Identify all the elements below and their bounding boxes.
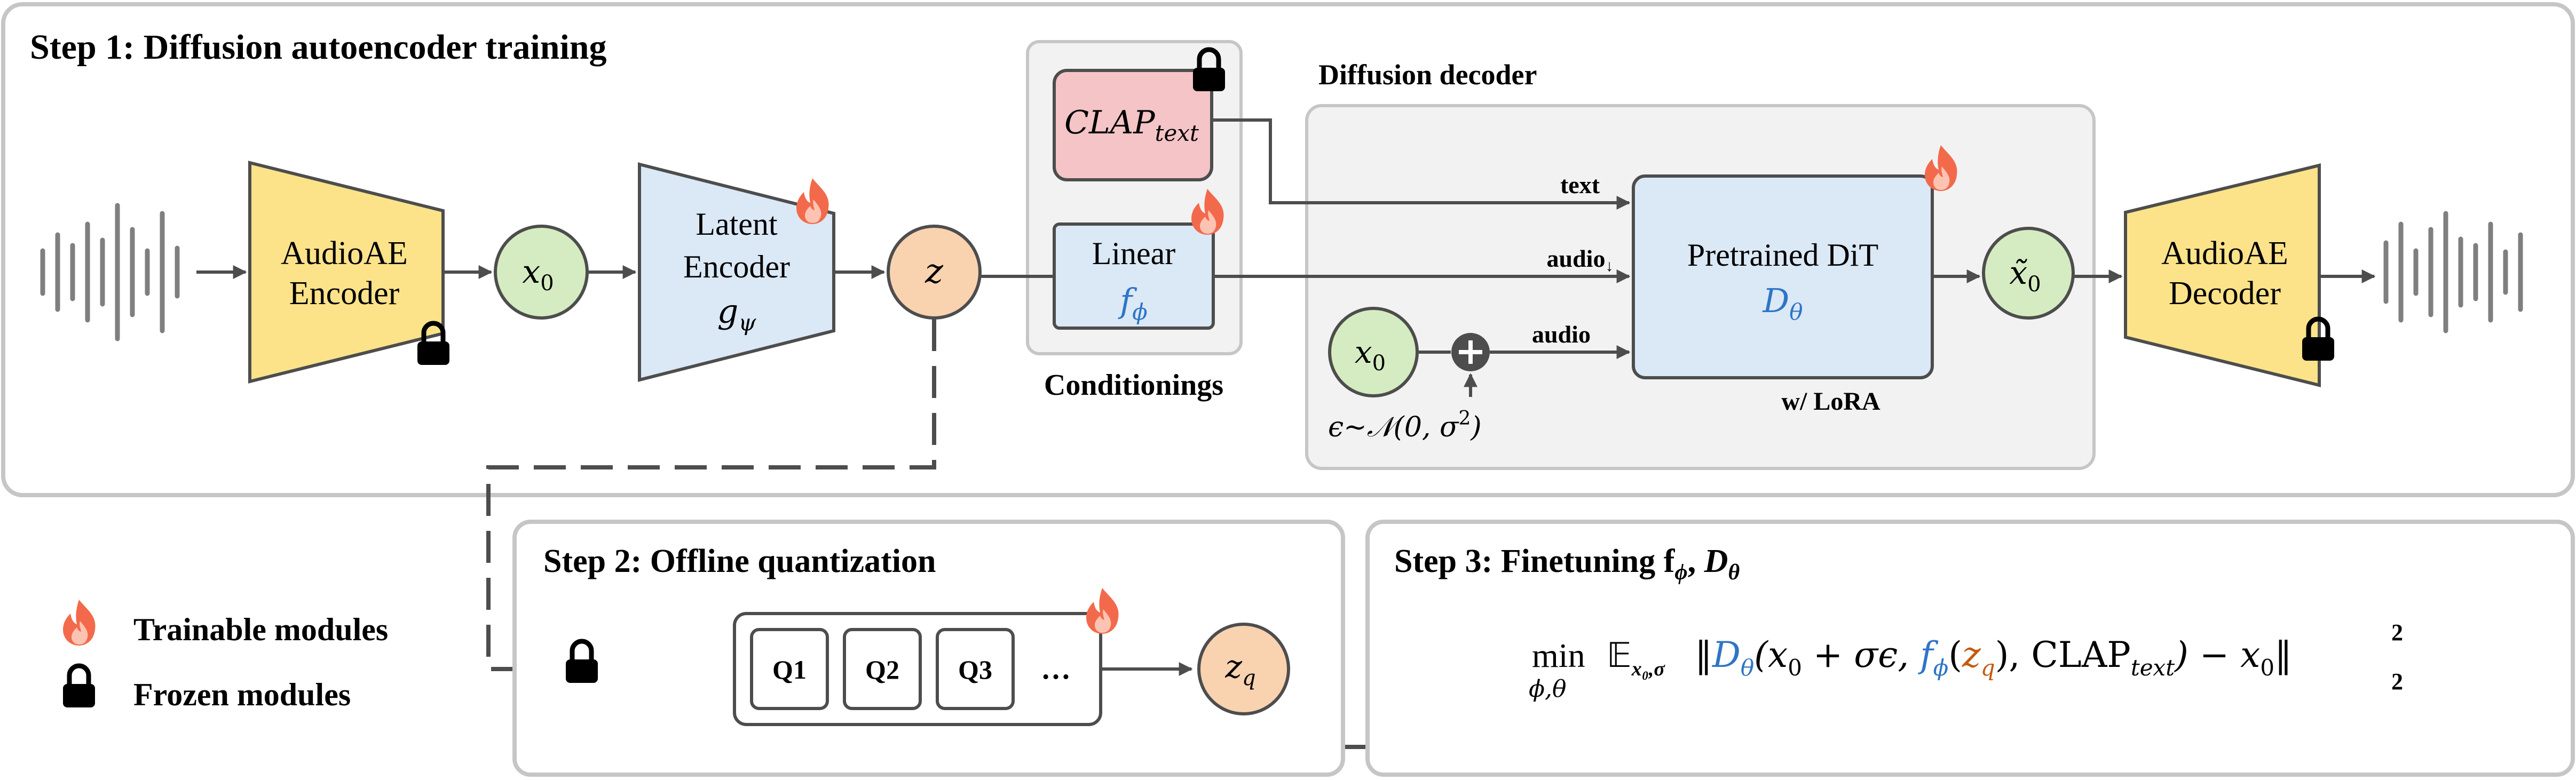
q2-label: Q2: [865, 655, 899, 685]
legend-flame-icon: [63, 600, 96, 646]
objective-norm-sub: 2: [2391, 668, 2403, 695]
objective-min-sub: ϕ,θ: [1529, 675, 1566, 703]
z-node-label: z: [924, 252, 944, 291]
d-theta-label: Dθ: [1762, 281, 1803, 325]
latent-encoder-label-2: Encoder: [683, 249, 790, 284]
x0-node-label: x0: [522, 253, 554, 296]
output-waveform-icon: [2383, 211, 2523, 333]
latent-encoder-label-1: Latent: [696, 206, 778, 242]
pretrained-dit-label: Pretrained DiT: [1687, 237, 1878, 273]
step3-title: Step 3: Finetuning fϕ, Dθ: [1394, 543, 1740, 585]
q2-block: [843, 628, 922, 710]
clap-text-label: CLAPtext: [1064, 104, 1199, 146]
zq-node: [1197, 623, 1290, 715]
audioae-decoder-label-2: Decoder: [2169, 275, 2281, 312]
step1-connectors: [196, 118, 2376, 359]
objective-norm-sup: 2: [2391, 619, 2403, 646]
linear-label: Linear: [1092, 236, 1176, 271]
step1-title: Step 1: Diffusion autoencoder training: [30, 28, 607, 67]
input-waveform-icon: [40, 203, 180, 341]
text-arrow-label: text: [1560, 171, 1600, 198]
latent-encoder-block: [638, 162, 835, 382]
audioae-encoder-label-2: Encoder: [289, 275, 400, 312]
audio-down-arrow-label: audio↓: [1547, 245, 1614, 275]
diffusion-decoder-title: Diffusion decoder: [1318, 59, 1537, 91]
q3-block: [936, 628, 1015, 710]
x0-tilde-node: [1982, 227, 2075, 320]
legend-frozen-label: Frozen modules: [133, 677, 351, 712]
pretrained-dit-block: [1632, 174, 1934, 379]
x0-noise-node-label: x0: [1355, 334, 1386, 376]
legend-lock-icon: [63, 666, 95, 707]
x0-tilde-label: x̃0: [2009, 254, 2041, 297]
z-node: [887, 225, 982, 320]
q1-label: Q1: [772, 655, 807, 685]
zq-node-label: zq: [1224, 648, 1255, 690]
audioae-decoder-label-1: AudioAE: [2161, 235, 2288, 272]
legend-trainable-label: Trainable modules: [133, 612, 388, 647]
audioae-decoder-block: [2124, 163, 2321, 387]
objective-min: min: [1532, 636, 1585, 674]
lora-label: w/ LoRA: [1781, 387, 1880, 416]
q-ellipsis: …: [1041, 652, 1071, 686]
step3-panel: [1365, 520, 2575, 777]
q1-block: [750, 628, 829, 710]
objective-expectation: 𝔼x₀,σ: [1607, 636, 1665, 680]
objective-formula: ‖Dθ(x0 + σϵ, fϕ(zq), CLAPtext) − x0‖: [1695, 634, 2292, 681]
conditionings-label: Conditionings: [1044, 369, 1223, 402]
noise-distribution-label: ϵ~𝒩(0, σ2): [1328, 408, 1482, 443]
g-psi-label: gψ: [717, 292, 757, 336]
q3-label: Q3: [958, 655, 992, 685]
audioae-encoder-label-1: AudioAE: [281, 235, 408, 272]
step2-title: Step 2: Offline quantization: [543, 543, 936, 579]
audio-arrow-label: audio: [1532, 321, 1591, 348]
clap-text-block: [1053, 69, 1213, 181]
